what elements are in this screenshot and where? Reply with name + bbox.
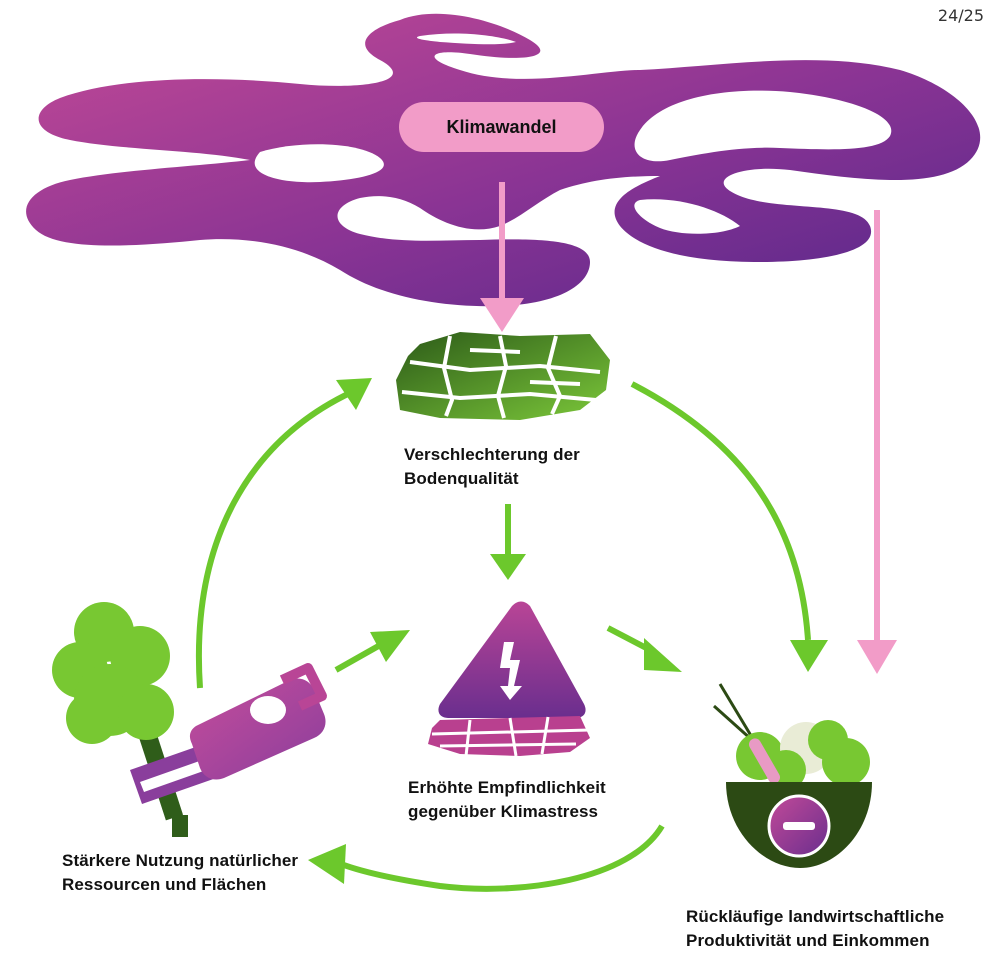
resource-use-line-1: Stärkere Nutzung natürlicher <box>62 851 299 870</box>
green-arrows <box>196 378 828 892</box>
cracked-soil-icon <box>396 332 610 420</box>
page-number: 24/25 <box>937 6 984 25</box>
soil-degradation-label: Verschlechterung der Bodenqualität <box>404 443 580 491</box>
soil-degradation-line-2: Bodenqualität <box>404 469 519 488</box>
soil-degradation-line-1: Verschlechterung der <box>404 445 580 464</box>
productivity-line-2: Produktivität und Einkommen <box>686 931 930 950</box>
resource-use-label: Stärkere Nutzung natürlicher Ressourcen … <box>62 849 298 897</box>
warning-triangle-icon <box>438 601 586 718</box>
chainsaw-icon <box>130 663 327 804</box>
climate-change-label: Klimawandel <box>399 102 604 152</box>
resource-use-line-2: Ressourcen und Flächen <box>62 875 267 894</box>
tree-icon <box>52 602 188 837</box>
cracked-ground-icon <box>428 716 591 757</box>
vulnerability-line-1: Erhöhte Empfindlichkeit <box>408 778 606 797</box>
minus-icon <box>767 794 831 858</box>
vulnerability-line-2: gegenüber Klimastress <box>408 802 599 821</box>
cloud-swirl-icon <box>26 13 981 307</box>
productivity-line-1: Rückläufige landwirtschaftliche <box>686 907 945 926</box>
vulnerability-label: Erhöhte Empfindlichkeit gegenüber Klimas… <box>408 776 606 824</box>
vegetable-bowl-icon <box>712 683 872 868</box>
productivity-label: Rückläufige landwirtschaftliche Produkti… <box>686 905 944 953</box>
pink-arrows <box>480 182 897 674</box>
